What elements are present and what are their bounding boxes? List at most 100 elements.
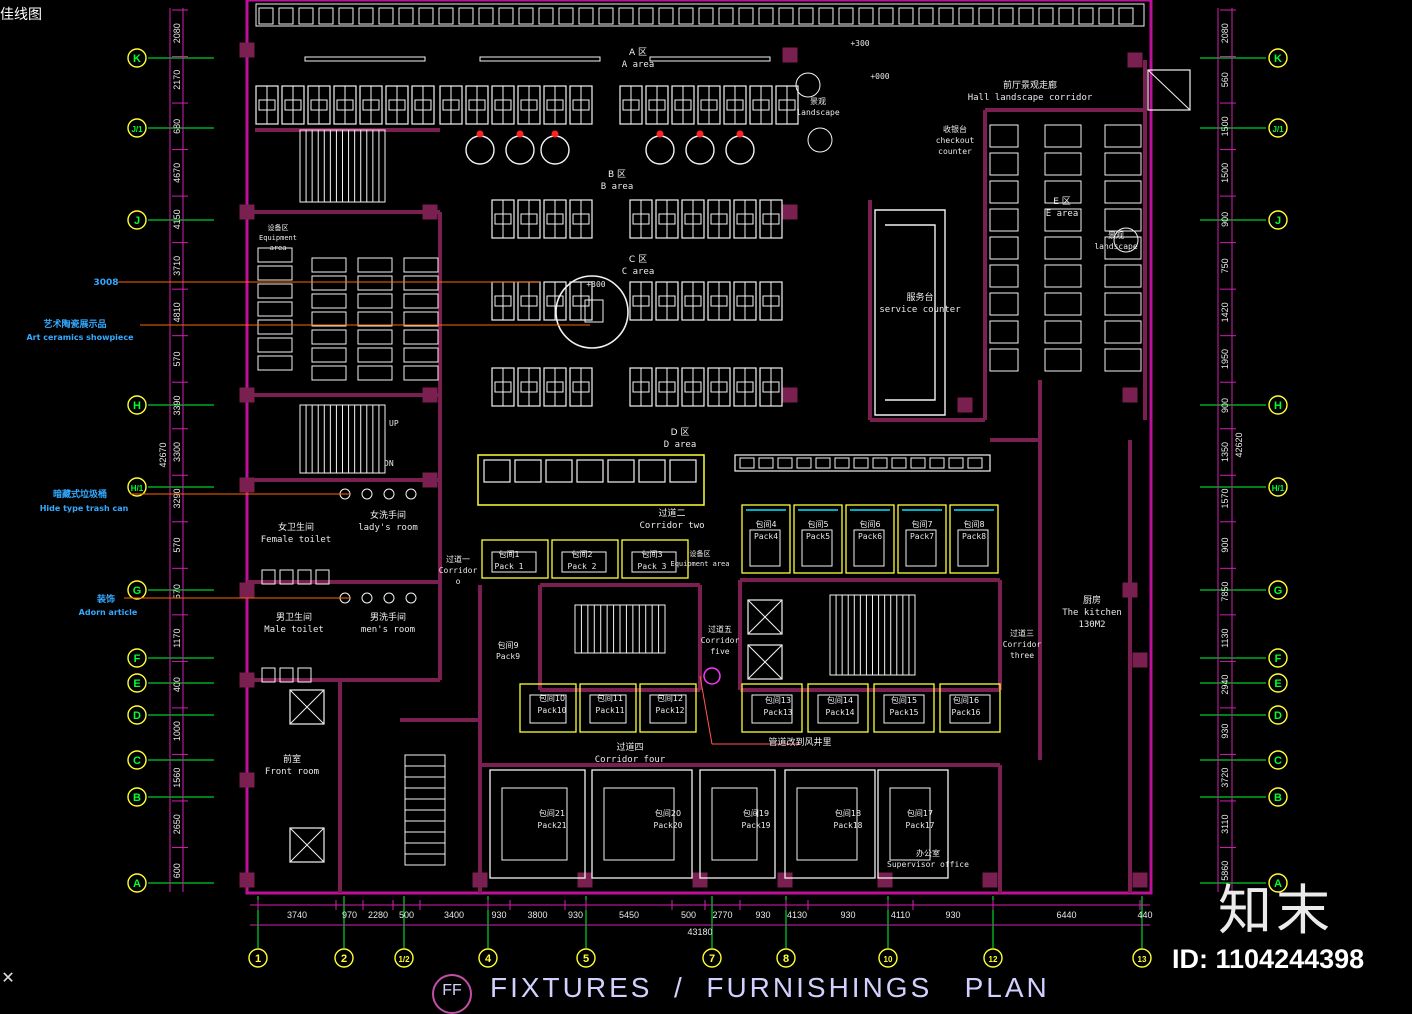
e-area-seat bbox=[989, 208, 1019, 232]
dimension-value: 1500 bbox=[1220, 163, 1230, 183]
booth-a-right-seat bbox=[778, 99, 796, 111]
booth-d-seat bbox=[576, 459, 604, 483]
dimension-value: 930 bbox=[840, 910, 855, 920]
booth-d-seat bbox=[607, 459, 635, 483]
toilet-stall bbox=[297, 569, 312, 585]
axis-label-left: J/1 bbox=[131, 125, 143, 134]
room-label-male-toilet: 男卫生间 bbox=[276, 611, 312, 623]
window-mullion bbox=[618, 7, 634, 25]
callout-label: 3008 bbox=[93, 278, 118, 288]
e-area-seat bbox=[1044, 320, 1082, 344]
booth-a-left-seat bbox=[258, 99, 276, 111]
e-area-seat bbox=[989, 320, 1019, 344]
dimension-value: 900 bbox=[1220, 212, 1230, 227]
seat-row bbox=[311, 257, 347, 273]
e-area-seat bbox=[989, 348, 1019, 372]
booth-a-mid-seat bbox=[520, 99, 538, 111]
dimension-value: 4670 bbox=[172, 163, 182, 183]
private-room-table bbox=[749, 529, 781, 567]
private-room bbox=[579, 683, 637, 733]
room-label-female-toilet: 女卫生间 bbox=[278, 521, 314, 533]
seat-row bbox=[357, 311, 393, 327]
e-area-seat bbox=[1104, 152, 1142, 176]
plant bbox=[1113, 227, 1139, 253]
window-mullion bbox=[998, 7, 1014, 25]
seat-row bbox=[357, 329, 393, 345]
axis-label-right: J/1 bbox=[1272, 125, 1284, 134]
dining-table-seat bbox=[572, 381, 590, 393]
close-icon[interactable]: ✕ bbox=[2, 964, 15, 988]
private-room-table bbox=[796, 787, 858, 861]
dining-table-seat bbox=[632, 381, 650, 393]
wash-basin bbox=[383, 592, 395, 604]
private-room-table bbox=[853, 529, 885, 567]
axis-bubble-right bbox=[1268, 477, 1288, 497]
plant bbox=[807, 127, 833, 153]
private-room bbox=[591, 769, 693, 879]
booth-d-seat bbox=[638, 459, 666, 483]
window-mullion bbox=[518, 7, 534, 25]
room-label-corridor-five-en1: Corridor bbox=[701, 636, 740, 645]
window-mullion bbox=[298, 7, 314, 25]
private-room-label-en: Pack 3 bbox=[638, 562, 667, 571]
bar-stool bbox=[834, 457, 850, 469]
structural-column bbox=[239, 387, 255, 403]
private-room-table bbox=[801, 529, 833, 567]
axis-label-right: E bbox=[1274, 678, 1281, 690]
window-title: 佳线图 bbox=[0, 7, 42, 23]
dimension-value: 3400 bbox=[444, 910, 464, 920]
toilet-stall bbox=[315, 569, 330, 585]
axis-bubble-bottom bbox=[983, 948, 1003, 968]
window-mullion bbox=[378, 7, 394, 25]
structural-column bbox=[782, 387, 798, 403]
room-label-e-area-en1: E area bbox=[1046, 209, 1079, 219]
booth-a-right-seat bbox=[674, 99, 692, 111]
window-mullion bbox=[598, 7, 614, 25]
structural-column bbox=[982, 872, 998, 888]
private-room-label-en: Pack13 bbox=[764, 708, 793, 717]
dimension-value: 1560 bbox=[172, 768, 182, 788]
axis-label-right: J bbox=[1275, 215, 1281, 227]
north-window-strip bbox=[255, 3, 1145, 27]
bar-stool bbox=[891, 457, 907, 469]
private-room-label: 包间4 bbox=[755, 519, 776, 529]
room-label-front-room: 前室 bbox=[283, 753, 301, 765]
dimension-value: 1500 bbox=[1220, 116, 1230, 136]
axis-bubble-right bbox=[1268, 210, 1288, 230]
elevator-cross bbox=[289, 689, 325, 725]
stair-shaft-cross bbox=[1147, 69, 1191, 111]
bar-stool bbox=[967, 457, 983, 469]
private-room-label-en: Pack11 bbox=[596, 706, 625, 715]
axis-bubble-left bbox=[127, 787, 147, 807]
axis-label-left: H/1 bbox=[131, 484, 144, 493]
axis-label-bottom: 12 bbox=[989, 955, 998, 964]
art-ceramics-piece bbox=[584, 299, 604, 323]
booth-d-seat bbox=[483, 459, 511, 483]
window-mullion bbox=[538, 7, 554, 25]
dining-table-seat bbox=[658, 213, 676, 225]
private-room-label-en: Pack7 bbox=[910, 532, 934, 541]
dimension-value: 930 bbox=[491, 910, 506, 920]
window-mullion bbox=[1118, 7, 1134, 25]
private-room-table bbox=[501, 787, 568, 861]
pipe-leader bbox=[699, 675, 713, 745]
room-label-hall-corridor: 前厅景观走廊 bbox=[1003, 79, 1057, 91]
booth-a-right-seat bbox=[622, 99, 640, 111]
dining-table-seat bbox=[658, 295, 676, 307]
window-mullion bbox=[458, 7, 474, 25]
private-room-label: 包间18 bbox=[835, 808, 861, 818]
stair-direction-down: DN bbox=[384, 459, 394, 468]
seat-row bbox=[311, 347, 347, 363]
dimension-value: 2170 bbox=[172, 70, 182, 90]
dining-table-seat bbox=[710, 381, 728, 393]
stair-direction-up: UP bbox=[389, 419, 399, 428]
room-label-landscape: 景观 bbox=[810, 97, 826, 106]
private-room-label: 包间5 bbox=[807, 519, 828, 529]
booth-a-mid-seat bbox=[572, 99, 590, 111]
window-mullion bbox=[838, 7, 854, 25]
axis-bubble-right bbox=[1268, 787, 1288, 807]
room-label-checkout-en2: counter bbox=[938, 147, 972, 156]
room-label-corridor-one-en1: Corridor bbox=[439, 566, 478, 575]
bar-stool bbox=[777, 457, 793, 469]
